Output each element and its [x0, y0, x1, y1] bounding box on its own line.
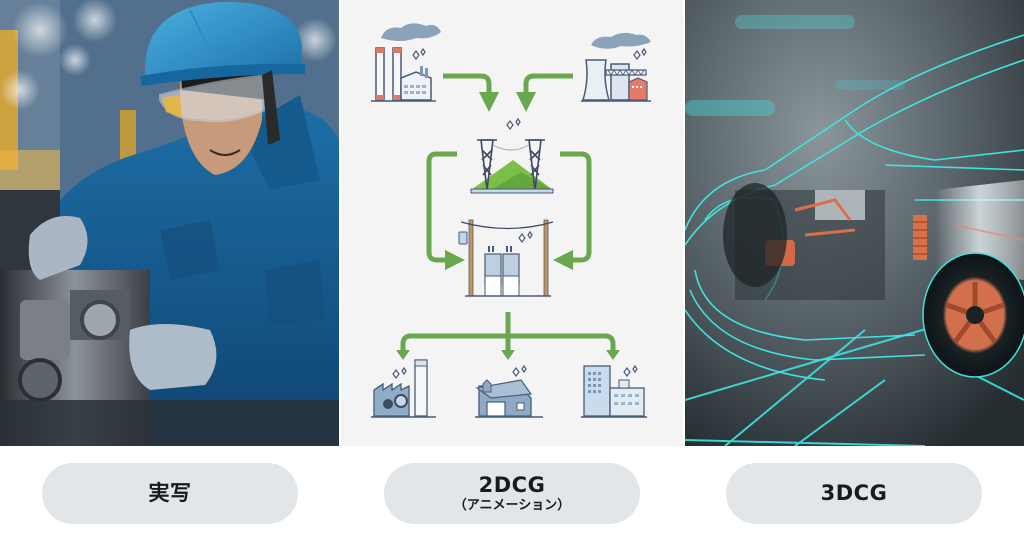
2dcg-diagram-panel	[341, 0, 683, 446]
factory-icon	[371, 359, 436, 418]
caption-label: 実写	[148, 480, 192, 505]
arrow-tower-to-pole-left	[426, 151, 465, 270]
wireframe-car-render	[685, 0, 1024, 446]
arrow-nuclear-to-tower	[516, 73, 573, 112]
caption-3dcg: 3DCG	[726, 463, 982, 524]
arrow-tower-to-pole-right	[553, 151, 592, 270]
thermal-power-plant-icon	[371, 23, 441, 102]
electricity-flow-diagram	[341, 0, 683, 446]
caption-live-action: 実写	[42, 463, 298, 524]
arrow-thermal-to-tower	[443, 73, 499, 112]
utility-pole-transformer-icon	[458, 219, 554, 297]
caption-2dcg: 2DCG （アニメーション）	[384, 463, 640, 524]
photo-panel	[0, 0, 339, 446]
house-icon	[475, 364, 543, 418]
office-building-icon	[581, 364, 647, 418]
transmission-tower-icon	[470, 117, 554, 194]
distribution-arrows	[396, 312, 620, 360]
caption-label: 3DCG	[820, 480, 888, 505]
caption-sublabel: （アニメーション）	[453, 497, 571, 513]
3dcg-render-panel	[685, 0, 1024, 446]
caption-label: 2DCG	[478, 472, 546, 497]
nuclear-power-plant-icon	[581, 32, 651, 102]
factory-worker-photo	[0, 0, 339, 446]
